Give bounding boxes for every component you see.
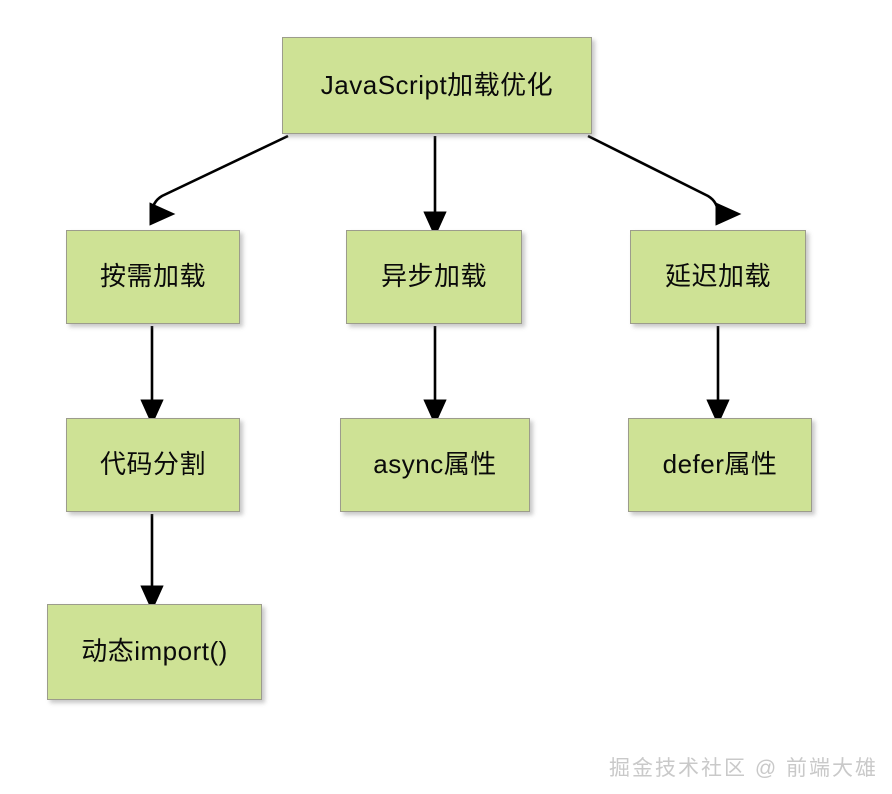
node-async-loading[interactable]: 异步加载: [346, 230, 522, 324]
node-async-attribute[interactable]: async属性: [340, 418, 530, 512]
node-code-splitting[interactable]: 代码分割: [66, 418, 240, 512]
watermark: 掘金技术社区 @ 前端大雄: [609, 757, 878, 780]
node-async-attribute-label: async属性: [373, 449, 497, 480]
edge-root-to-ondemand: [140, 134, 289, 238]
node-deferred-loading-label: 延迟加载: [664, 261, 771, 292]
node-code-splitting-label: 代码分割: [99, 449, 206, 480]
node-dynamic-import-label: 动态import(): [81, 636, 228, 667]
node-dynamic-import[interactable]: 动态import(): [47, 604, 262, 700]
node-on-demand-loading-label: 按需加载: [99, 261, 206, 292]
node-root[interactable]: JavaScript加载优化: [282, 37, 592, 134]
node-on-demand-loading[interactable]: 按需加载: [66, 230, 240, 324]
node-defer-attribute-label: defer属性: [662, 449, 778, 480]
node-async-loading-label: 异步加载: [380, 261, 487, 292]
node-deferred-loading[interactable]: 延迟加载: [630, 230, 806, 324]
edge-root-to-defer: [587, 134, 730, 238]
node-root-label: JavaScript加载优化: [320, 69, 554, 100]
node-defer-attribute[interactable]: defer属性: [628, 418, 812, 512]
